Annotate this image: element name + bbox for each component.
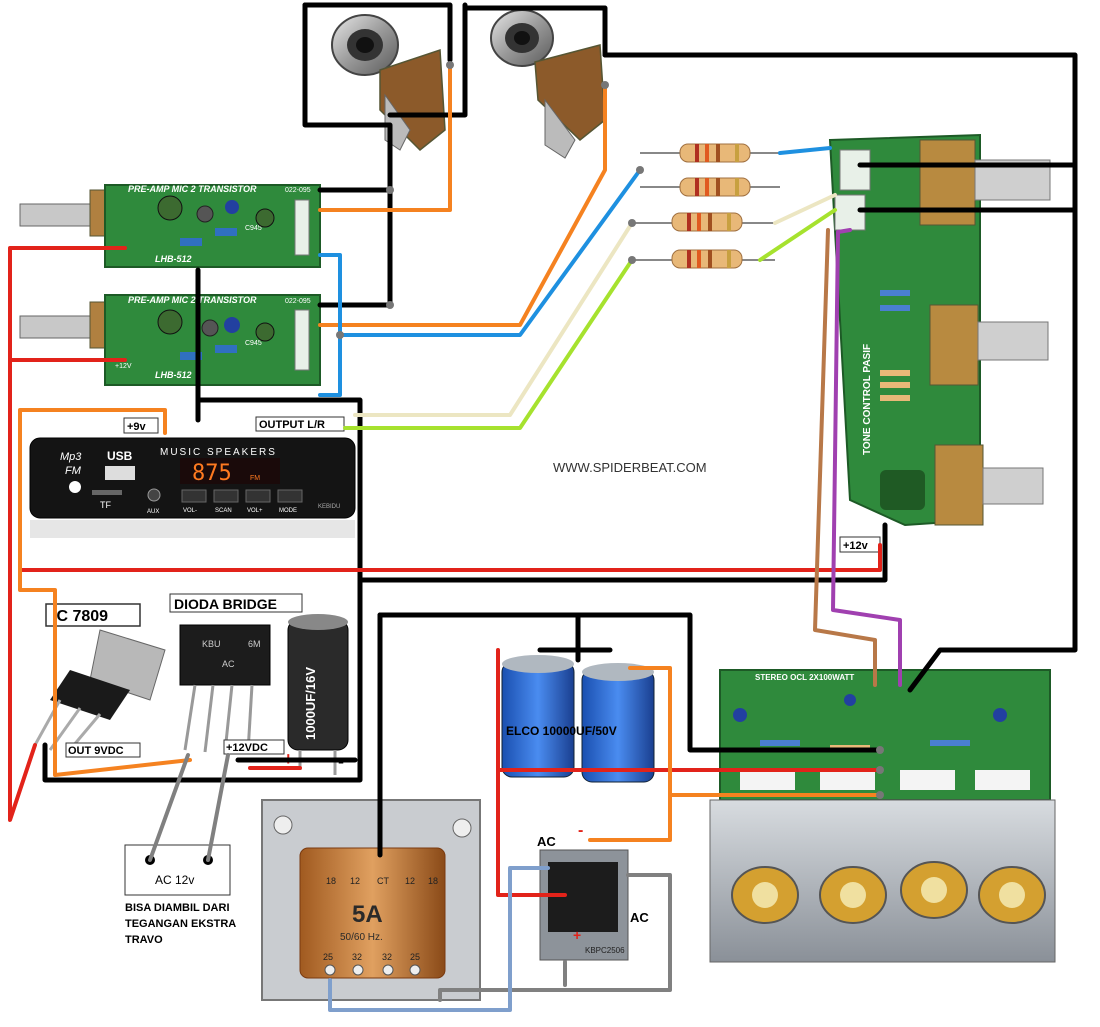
bridge-minus-sign: - (578, 822, 583, 839)
wire-grey (148, 753, 672, 1002)
mp3-button-label-2: VOL+ (247, 508, 263, 514)
label-dioda-bridge: DIODA BRIDGE (174, 596, 277, 612)
preamp-2-code: 022-095 (285, 298, 311, 305)
resistor-group (632, 143, 780, 269)
mp3-aux-label: AUX (147, 509, 159, 515)
kbpc-plus-sign: + (573, 927, 581, 943)
transformer: 18 12 CT 12 18 5A 50/60 Hz. 25 32 32 25 (261, 799, 481, 1001)
capacitor-1000uf: 1000UF/16V (287, 614, 349, 775)
bluetooth-icon (69, 481, 81, 493)
mp3-player-module: Mp3 FM USB TF AUX MUSIC SPEAKERS 875 FM … (29, 437, 356, 538)
amp-board-title: STEREO OCL 2X100WATT (755, 673, 854, 682)
bridge-ac-label: AC (222, 659, 235, 669)
tap-top-0: 18 (326, 876, 336, 886)
mp3-usb-label: USB (107, 449, 133, 463)
label-ac-left: AC (537, 834, 556, 849)
aux-port (147, 488, 161, 502)
tap-top-4: 18 (428, 876, 438, 886)
mp3-logo-top: Mp3 (60, 451, 82, 463)
preamp-2-12v: +12V (115, 363, 132, 370)
preamp-1-model: LHB-512 (155, 254, 192, 264)
ic-7809-regulator: IC 7809 (33, 603, 166, 753)
power-amp-board: STEREO OCL 2X100WATT WWW.SPIDERBEAT.COM (709, 669, 1056, 963)
mp3-display-unit: FM (250, 475, 260, 482)
tap-bottom-3: 25 (410, 952, 420, 962)
wire-lime (343, 208, 837, 430)
wire-red (8, 246, 882, 897)
mp3-button-label-1: SCAN (215, 508, 232, 514)
mp3-button-1 (213, 489, 239, 503)
note-line-3: TRAVO (125, 934, 163, 946)
preamp-1-transistor: C945 (245, 225, 262, 232)
label-plus9v: +9v (127, 421, 147, 433)
mp3-header: MUSIC SPEAKERS (160, 447, 277, 458)
label-plus12v: +12v (843, 540, 869, 552)
transformer-taps-top: 18 12 CT 12 18 (326, 876, 438, 886)
tone-control-label: TONE CONTROL PASIF (862, 344, 873, 455)
tap-top-3: 12 (405, 876, 415, 886)
resistor-2 (640, 177, 780, 197)
label-ic7809: IC 7809 (52, 608, 108, 625)
preamp-2-transistor: C945 (245, 340, 262, 347)
preamp-board-1: PRE-AMP MIC 2 TRANSISTOR 022-095 LHB-512… (19, 184, 321, 268)
note-line-2: TEGANGAN EKSTRA (125, 918, 236, 930)
transformer-rating: 5A (352, 901, 383, 928)
wire-purple (831, 228, 902, 687)
preamp-2-title: PRE-AMP MIC 2 TRANSISTOR (128, 295, 257, 305)
capacitor-small-label: 1000UF/16V (303, 667, 318, 740)
wire-blue (318, 146, 832, 397)
mp3-tf-label: TF (100, 500, 111, 510)
tone-control-board: TONE CONTROL PASIF (828, 133, 1051, 527)
usb-port (105, 466, 135, 480)
tap-bottom-2: 32 (382, 952, 392, 962)
label-ac12v: AC 12v (155, 873, 194, 887)
dioda-bridge-kbpc: + KBPC2506 (539, 849, 629, 961)
transformer-freq: 50/60 Hz. (340, 932, 383, 943)
preamp-2-model: LHB-512 (155, 370, 192, 380)
tap-top-2: CT (377, 876, 389, 886)
resistor-1 (640, 143, 780, 163)
preamp-board-2: PRE-AMP MIC 2 TRANSISTOR 022-095 LHB-512… (19, 294, 321, 386)
dioda-bridge-small: KBU 6M AC (179, 624, 271, 753)
tap-bottom-0: 25 (323, 952, 333, 962)
label-out9vdc: OUT 9VDC (68, 745, 124, 757)
label-output-lr: OUTPUT L/R (259, 419, 325, 431)
resistor-3 (632, 212, 775, 232)
preamp-1-title: PRE-AMP MIC 2 TRANSISTOR (128, 184, 257, 194)
mp3-brand: KEBIDU (318, 504, 340, 510)
wire-orange (18, 63, 882, 842)
elco-capacitor-1 (501, 655, 575, 778)
mp3-button-2 (245, 489, 271, 503)
resistor-4 (632, 249, 775, 269)
mp3-button-label-3: MODE (279, 508, 297, 514)
kbpc-part-label: KBPC2506 (585, 946, 625, 955)
mp3-button-row: VOL- SCAN VOL+ MODE (181, 489, 303, 514)
mp3-button-3 (277, 489, 303, 503)
label-ac-right: AC (630, 910, 649, 925)
note-line-1: BISA DIAMBIL DARI (125, 902, 230, 914)
mp3-display: 875 (192, 461, 232, 486)
tf-slot (92, 490, 122, 495)
label-plus12vdc: +12VDC (226, 742, 268, 754)
tap-bottom-1: 32 (352, 952, 362, 962)
elco-capacitor-2 (581, 663, 655, 783)
tap-top-1: 12 (350, 876, 360, 886)
wire-cream (353, 193, 837, 417)
wire-steel (328, 866, 550, 1012)
wire-brown (813, 228, 877, 687)
bridge-6m-label: 6M (248, 639, 261, 649)
junction-dots (336, 61, 884, 799)
mp3-button-0 (181, 489, 207, 503)
watermark-main: WWW.SPIDERBEAT.COM (553, 460, 707, 475)
bridge-part-label: KBU (202, 639, 221, 649)
mp3-logo-bottom: FM (65, 465, 82, 477)
preamp-1-code: 022-095 (285, 187, 311, 194)
label-elco: ELCO 10000UF/50V (506, 724, 617, 738)
transformer-taps-bottom: 25 32 32 25 (323, 952, 420, 962)
mp3-button-label-0: VOL- (183, 508, 197, 514)
audio-jack-2 (490, 9, 606, 159)
